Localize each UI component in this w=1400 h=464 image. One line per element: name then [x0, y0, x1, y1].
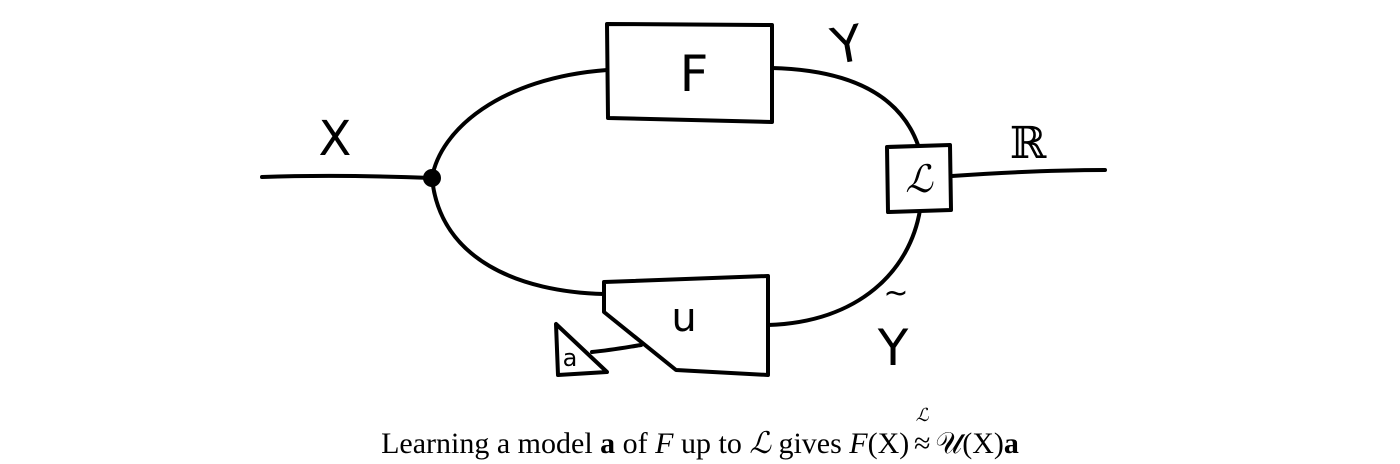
caption-f-2: F — [849, 427, 868, 460]
input-x-label: X — [319, 111, 352, 167]
caption-loss: ℒ — [749, 427, 771, 460]
param-label: a — [563, 344, 578, 372]
tilde-mark: ~ — [883, 276, 908, 311]
loss-label: ℒ — [905, 157, 934, 201]
caption-x-1: (X) — [867, 427, 910, 460]
f-output-wire — [770, 66, 920, 147]
output-y-tilde-label: Y — [877, 319, 909, 377]
caption-text-4: gives — [770, 427, 850, 460]
u-box — [602, 274, 770, 377]
u-label: u — [671, 295, 696, 341]
param-wire — [590, 343, 643, 354]
caption-approx-over: ℒ — [915, 405, 929, 425]
loss-box — [885, 143, 953, 214]
param-triangle — [554, 322, 609, 377]
caption-text-1: Learning a model — [381, 427, 601, 460]
caption-u: 𝒰 — [935, 427, 963, 460]
junction-node — [423, 169, 441, 187]
lower-branch-wire — [430, 176, 606, 296]
caption-x-2: (X) — [962, 427, 1004, 460]
loss-output-wire — [950, 168, 1107, 178]
diagram-caption: Learning a model a of F up to ℒ gives F(… — [0, 406, 1400, 464]
caption-approx: ℒ≈ — [909, 406, 935, 464]
caption-param-a: a — [600, 427, 616, 460]
f-box — [605, 22, 774, 124]
caption-text-3: up to — [673, 427, 750, 460]
f-label: F — [680, 45, 709, 103]
model-learning-diagram: F ℒ u a X Y ℝ ~ Y — [260, 14, 1107, 377]
reals-label: ℝ — [1010, 118, 1047, 169]
upper-branch-wire — [430, 68, 609, 180]
caption-approx-symbol: ≈ — [914, 427, 931, 460]
input-wire — [260, 173, 434, 180]
caption-param-a-2: a — [1003, 427, 1019, 460]
caption-text-2: of — [615, 427, 656, 460]
caption-f: F — [655, 427, 674, 460]
output-y-label: Y — [826, 14, 868, 77]
u-output-wire — [766, 208, 922, 327]
